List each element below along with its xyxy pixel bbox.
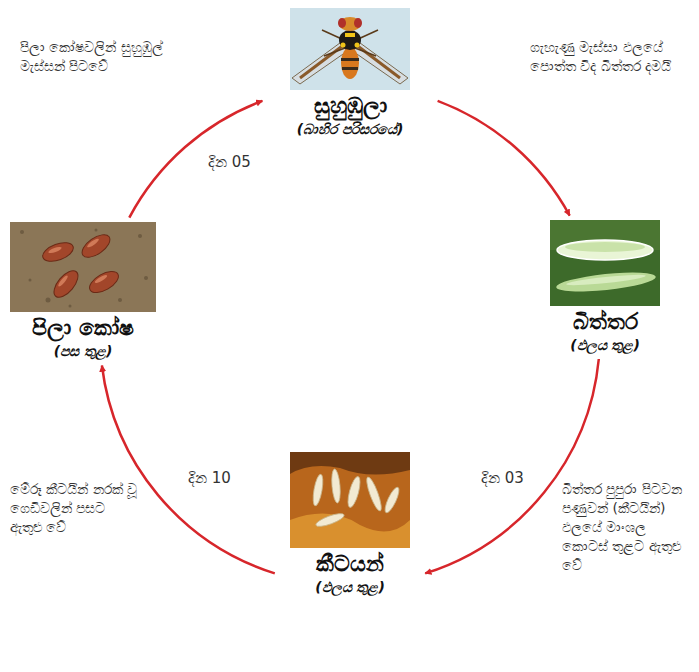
- stage-location: (බාහිර පරිසරයේ): [268, 120, 432, 138]
- egg-photo: [550, 220, 660, 306]
- stage-note: ගැහැණු මැස්සා ඵලයේ පොත්ත විද බිත්තර දමයි: [530, 38, 690, 76]
- day-label: දින 05: [205, 152, 254, 172]
- stage-note: බිත්තර පුපුරා පිටවන පණුවන් (කීටයින්) ඵලය…: [562, 480, 694, 574]
- stage-name: කීටයන්: [280, 550, 420, 578]
- pupa-photo: [10, 222, 156, 312]
- stage-location: (ඵලය තුළ): [280, 578, 420, 596]
- day-label: දින 03: [478, 468, 527, 488]
- cycle-arrow: [102, 366, 275, 574]
- day-label: දින 10: [185, 468, 234, 488]
- stage-name: බිත්තර: [535, 308, 675, 336]
- stage-box: සුහුඹුලා(බාහිර පරිසරයේ): [268, 8, 432, 138]
- stage-name: පිලා කෝෂ: [6, 314, 160, 342]
- cycle-arrow: [438, 101, 570, 216]
- stage-box: පිලා කෝෂ(පස තුළ): [6, 222, 160, 360]
- stage-name: සුහුඹුලා: [268, 92, 432, 120]
- larvae-photo: [290, 452, 410, 548]
- stage-note: මේරූ කීටයින් නරක් වූ ගෙඩිවලින් පසට ඇතුළු…: [10, 480, 140, 537]
- fly-photo: [290, 8, 410, 90]
- stage-location: (ඵලය තුළ): [535, 336, 675, 354]
- stage-note: පිලා කෝෂවලින් සුහුඹුල් මැස්සන් පිටවේ: [20, 38, 170, 76]
- cycle-arrow: [129, 101, 262, 218]
- stage-location: (පස තුළ): [6, 342, 160, 360]
- stage-box: කීටයන්(ඵලය තුළ): [280, 452, 420, 596]
- stage-box: බිත්තර(ඵලය තුළ): [535, 220, 675, 354]
